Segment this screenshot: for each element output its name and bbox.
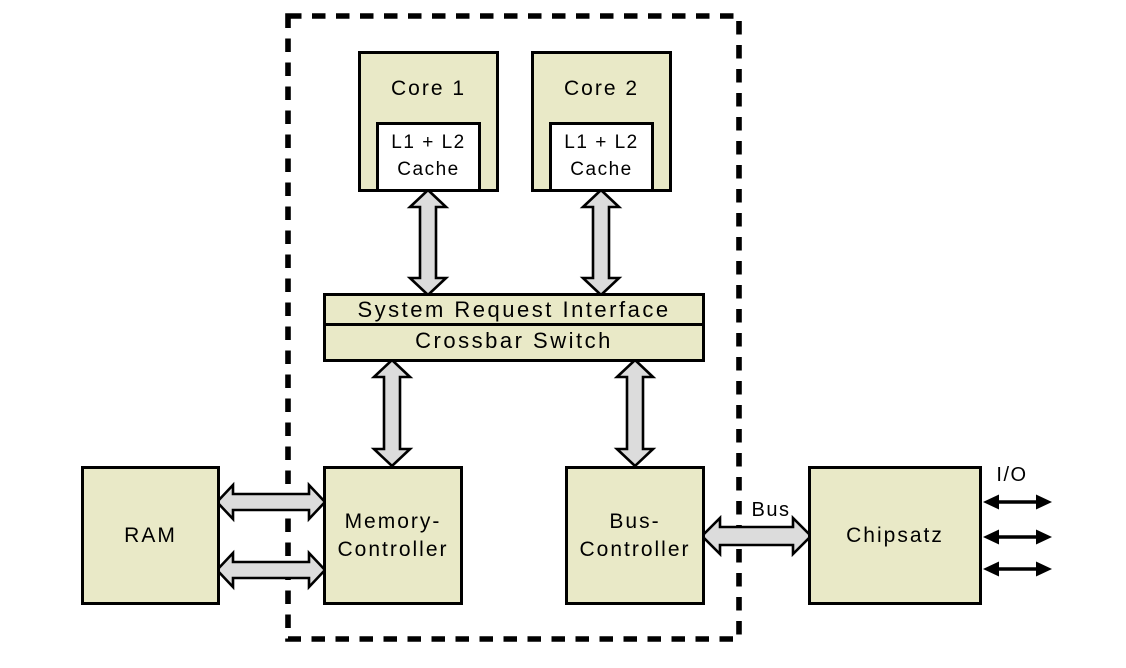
core2-cache-box: L1 + L2 Cache — [549, 122, 654, 192]
io-arrow-1 — [983, 494, 1052, 510]
core2-cache-label: L1 + L2 Cache — [564, 132, 639, 180]
ram-memory-double-arrow-2 — [215, 549, 327, 591]
io-arrow-3 — [983, 561, 1052, 577]
core1-cache-box: L1 + L2 Cache — [376, 122, 481, 192]
crossbar-memory-double-arrow — [370, 358, 414, 468]
ram-memory-double-arrow-1 — [215, 481, 327, 523]
core1-sri-double-arrow — [406, 188, 450, 297]
io-arrow-2 — [983, 529, 1052, 545]
chipset-box: Chipsatz — [808, 466, 982, 605]
core2-label: Core 2 — [563, 77, 640, 100]
core1-box: Core 1 L1 + L2 Cache — [358, 51, 499, 192]
bus-controller-box: Bus- Controller — [565, 466, 705, 605]
core1-label: Core 1 — [390, 77, 467, 100]
cpu-die-boundary — [285, 13, 742, 642]
core1-cache-label: L1 + L2 Cache — [391, 132, 466, 180]
sri-crossbar-box: System Request Interface Crossbar Switch — [323, 293, 705, 362]
io-label: I/O — [996, 464, 1028, 486]
ram-box: RAM — [81, 466, 220, 605]
memory-controller-box: Memory- Controller — [323, 466, 463, 605]
bus-double-arrow — [700, 514, 813, 558]
crossbar-bus-double-arrow — [613, 358, 657, 468]
bus-label: Bus — [751, 499, 791, 521]
core2-box: Core 2 L1 + L2 Cache — [531, 51, 672, 192]
crossbar-switch-bar: Crossbar Switch — [415, 328, 613, 353]
system-request-interface-bar: System Request Interface — [326, 296, 702, 326]
core2-sri-double-arrow — [579, 188, 623, 297]
